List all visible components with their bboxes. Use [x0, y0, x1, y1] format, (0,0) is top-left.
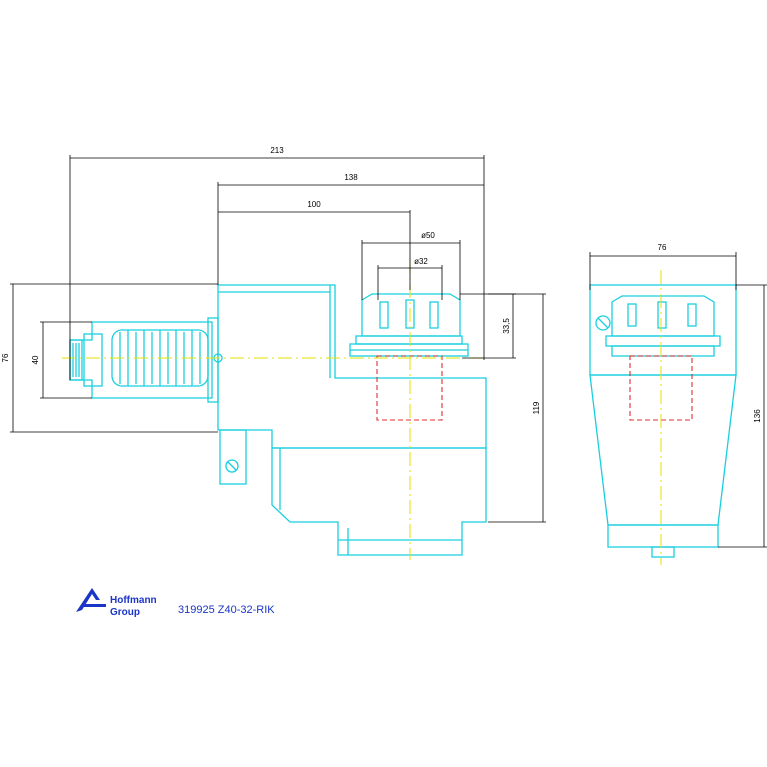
front-view [62, 260, 487, 560]
collet-head [349, 293, 469, 357]
dim-left-height: 76 [1, 353, 10, 362]
dim-collet-height: 33,5 [502, 318, 511, 334]
dim-shank-dia: 40 [31, 355, 40, 364]
main-body [217, 284, 487, 449]
side-view [589, 270, 737, 565]
dim-body-length: 138 [344, 173, 358, 182]
logo-text-line1: Hoffmann [110, 595, 157, 606]
clamp-block [219, 429, 247, 485]
dim-side-width: 76 [658, 243, 667, 252]
dim-side-height: 136 [753, 409, 762, 423]
side-body-taper [589, 374, 737, 526]
logo-mark [76, 588, 100, 612]
dim-overall-length: 213 [270, 146, 284, 155]
dim-axis-offset: 100 [307, 200, 321, 209]
side-base [607, 524, 719, 548]
logo-text-line2: Group [110, 607, 140, 618]
shank-collar [83, 333, 103, 387]
flange [207, 317, 219, 403]
front-dimensions: 213 138 100 ø50 ø32 40 76 33,5 119 [1, 146, 546, 523]
side-base-stub [651, 546, 675, 558]
dim-collet-outer-dia: ø50 [421, 231, 435, 240]
dim-collet-inner-dia: ø32 [414, 257, 428, 266]
dim-body-height: 119 [532, 401, 541, 414]
side-dimensions: 76 136 [589, 243, 767, 548]
lower-housing [271, 447, 487, 556]
part-number: 319925 Z40-32-RIK [178, 604, 275, 616]
side-screw [595, 315, 611, 331]
logo: Hoffmann Group [76, 588, 157, 618]
side-hidden-bore [629, 355, 693, 421]
screw-head [225, 459, 239, 473]
